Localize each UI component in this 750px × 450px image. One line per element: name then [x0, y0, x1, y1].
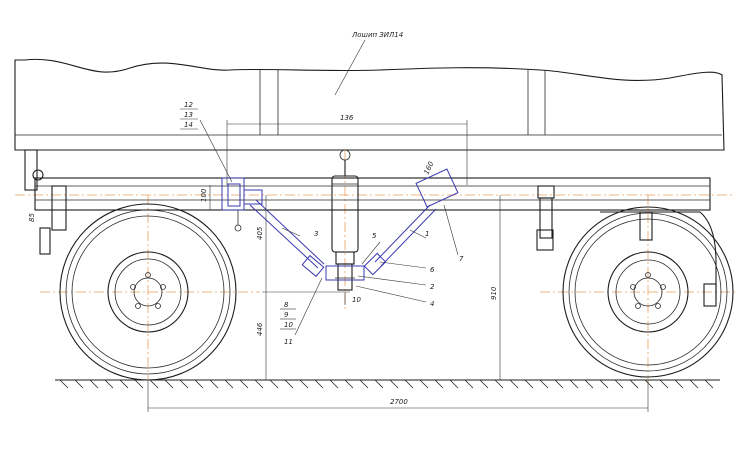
- callout-14: 14: [184, 121, 193, 129]
- callout-9: 9: [284, 311, 289, 319]
- dim-wheelbase: 2700: [390, 398, 408, 406]
- dim-left-edge: 85: [28, 213, 36, 222]
- callout-11: 11: [284, 338, 293, 346]
- callout-12: 12: [184, 101, 193, 109]
- drawing-caption: Лошип ЗИЛ14: [351, 31, 403, 39]
- callout-3: 3: [314, 230, 318, 238]
- chassis-frame: [24, 149, 711, 255]
- callout-10: 10: [284, 321, 293, 329]
- callout-5: 5: [372, 232, 377, 240]
- callout-4: 4: [430, 300, 434, 308]
- leader-lines: [199, 39, 459, 336]
- callout-7: 7: [459, 255, 464, 263]
- dim-block-right: 160: [423, 160, 436, 176]
- dim-right-height: 910: [490, 286, 498, 300]
- shock-absorber: [331, 149, 359, 291]
- center-lines: [15, 150, 735, 380]
- callout-6: 6: [430, 266, 435, 274]
- dim-small-gap: 10: [352, 296, 361, 304]
- callout-2: 2: [430, 283, 435, 291]
- callout-13: 13: [184, 111, 193, 119]
- dim-block-left: 100: [200, 188, 208, 202]
- callout-8: 8: [284, 301, 289, 309]
- dim-top-span: 136: [340, 114, 354, 122]
- right-wheel: [562, 206, 734, 378]
- ground: [55, 379, 720, 389]
- dimension-lines: [147, 120, 649, 412]
- linkage-arms: [221, 168, 459, 281]
- cargo-load: [14, 58, 725, 151]
- dim-left-height: 446: [256, 322, 264, 336]
- callout-1: 1: [425, 230, 429, 238]
- dim-left-arm: 405: [256, 226, 264, 240]
